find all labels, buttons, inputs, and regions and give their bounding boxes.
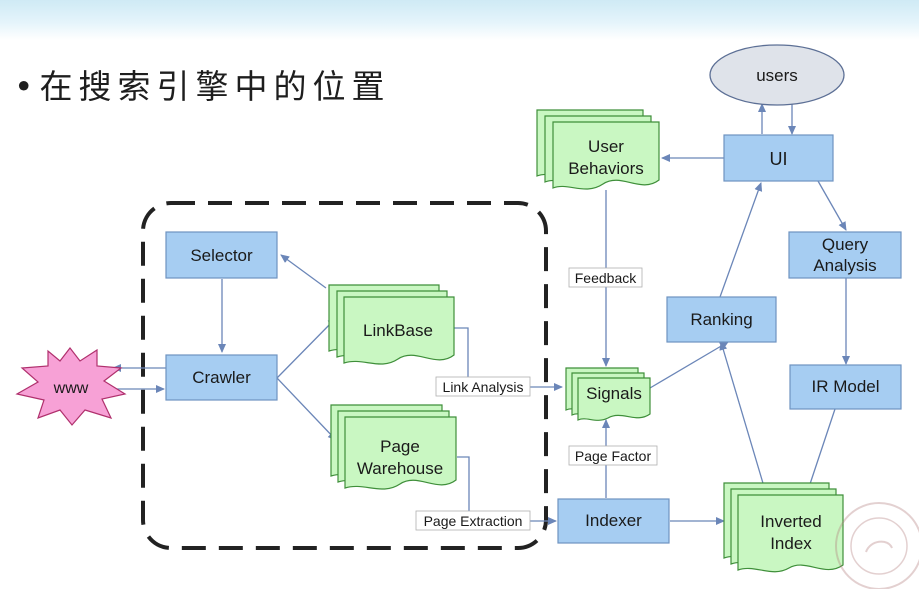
svg-text:Link Analysis: Link Analysis [443, 379, 524, 395]
node-inverted-index: Inverted Index [723, 482, 844, 573]
node-ui: UI [723, 134, 834, 182]
svg-text:Query: Query [822, 235, 869, 254]
node-selector: Selector [165, 231, 278, 279]
svg-text:Page Extraction: Page Extraction [424, 513, 523, 529]
edge-crawler-linkbase [276, 317, 337, 379]
edge-index-ranking [719, 341, 766, 491]
svg-text:Analysis: Analysis [813, 256, 876, 275]
node-page-warehouse: Page Warehouse [330, 404, 457, 490]
svg-text:User: User [588, 137, 624, 156]
edge-linkbase-selector [280, 254, 327, 289]
node-query-analysis: Query Analysis [788, 231, 902, 279]
svg-text:Inverted: Inverted [760, 512, 821, 531]
svg-text:Page Factor: Page Factor [575, 448, 652, 464]
svg-text:Feedback: Feedback [575, 270, 637, 286]
svg-text:www: www [53, 380, 89, 397]
edge-irmodel-index [807, 408, 836, 491]
edge-label-link-analysis: Link Analysis [435, 376, 531, 397]
edge-signals-ranking [649, 341, 729, 389]
edge-ui-queryanalysis [817, 180, 847, 231]
node-crawler: Crawler [165, 354, 278, 401]
svg-text:IR Model: IR Model [811, 377, 879, 396]
svg-text:Ranking: Ranking [690, 310, 752, 329]
node-users: users [709, 44, 845, 106]
svg-text:Selector: Selector [190, 246, 253, 265]
slide-banner [0, 0, 919, 40]
svg-text:Warehouse: Warehouse [357, 459, 443, 478]
node-user-behaviors: User Behaviors [536, 109, 660, 190]
node-www: www [15, 347, 127, 426]
edge-label-page-extraction: Page Extraction [415, 510, 531, 531]
svg-text:users: users [756, 66, 798, 85]
svg-text:Crawler: Crawler [192, 368, 251, 387]
svg-text:Index: Index [770, 534, 812, 553]
svg-text:UI: UI [770, 149, 788, 169]
edge-crawler-warehouse [276, 377, 337, 441]
slide-title: •在搜索引擎中的位置 [14, 67, 391, 106]
edge-ranking-ui [719, 182, 763, 298]
edge-label-page-factor: Page Factor [568, 445, 658, 466]
svg-text:Indexer: Indexer [585, 511, 642, 530]
node-indexer: Indexer [557, 498, 670, 544]
svg-text:Behaviors: Behaviors [568, 159, 644, 178]
svg-text:Signals: Signals [586, 384, 642, 403]
svg-text:Page: Page [380, 437, 420, 456]
svg-text:LinkBase: LinkBase [363, 321, 433, 340]
edge-label-feedback: Feedback [568, 267, 643, 288]
seal-watermark [835, 502, 919, 589]
node-signals: Signals [565, 367, 651, 421]
node-linkbase: LinkBase [328, 284, 455, 365]
crawler-subsystem-boundary [141, 201, 548, 550]
node-ir-model: IR Model [789, 364, 902, 410]
node-ranking: Ranking [666, 296, 777, 343]
